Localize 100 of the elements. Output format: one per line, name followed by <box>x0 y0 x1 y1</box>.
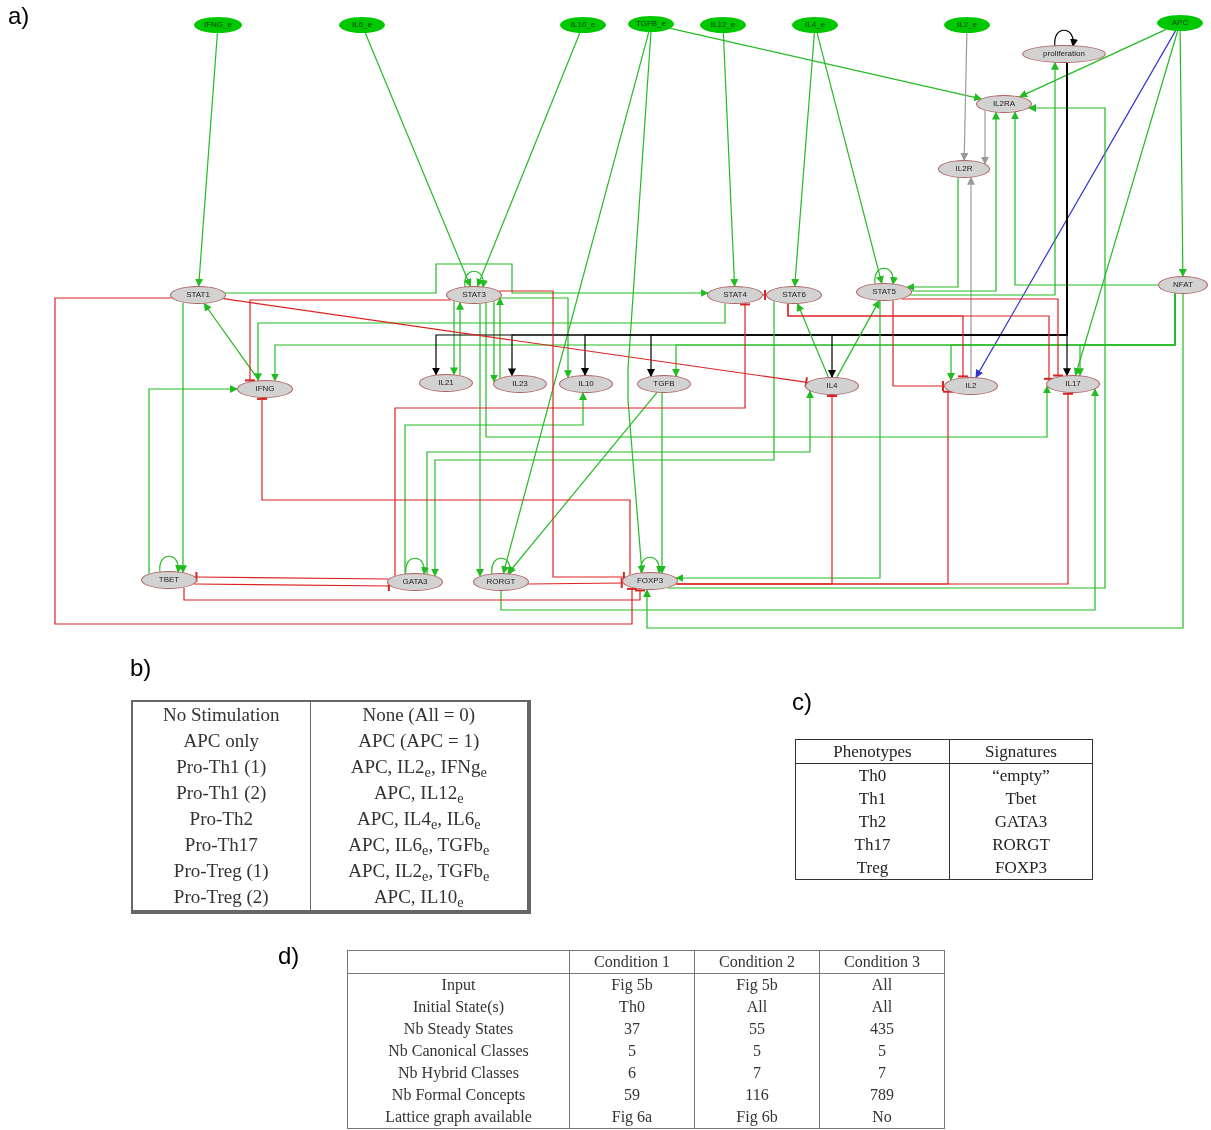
table-cell-text: “empty” <box>992 766 1050 785</box>
arrow <box>667 104 1106 589</box>
table-cell-text: 6 <box>628 1064 636 1081</box>
table-cell-text: 5 <box>628 1042 636 1059</box>
input-node: IFNG_e <box>194 17 242 33</box>
panel-label: a) <box>8 2 30 29</box>
table-cell-text: Initial State(s) <box>412 998 505 1015</box>
input-node: IL12_e <box>700 17 746 33</box>
arrow <box>364 32 472 287</box>
table-cell-text: Th0 <box>858 766 887 785</box>
table-cell-text: Pro-Th17 <box>184 834 258 855</box>
table-cell-text: Pro-Treg (2) <box>173 886 269 907</box>
panel-label: c) <box>792 688 812 715</box>
arrow <box>476 32 581 287</box>
inhibition-line <box>183 587 645 601</box>
table-cell-text: Nb Canonical Classes <box>388 1042 529 1059</box>
arrow <box>464 270 488 288</box>
inhibition-line <box>762 290 767 300</box>
table-cell-text: No Stimulation <box>162 704 280 725</box>
table-cell-text: Tbet <box>1005 789 1037 808</box>
table-cell-text: 59 <box>624 1086 640 1103</box>
table-cell-text: Pro-Treg (1) <box>173 860 269 881</box>
table-cell-text: Th1 <box>858 789 887 808</box>
arrow <box>1178 30 1187 277</box>
arrow <box>450 300 458 376</box>
gene-node: STAT5 <box>856 283 912 301</box>
table-cell-text: Th2 <box>858 812 887 831</box>
table-cell-text: Pro-Th1 (1) <box>176 756 267 777</box>
table-cell-text: None (All = 0) <box>362 704 476 725</box>
table-cell-text: 55 <box>749 1020 765 1037</box>
gene-node: TGFB <box>637 375 691 393</box>
table-cell-text: Th0 <box>619 998 645 1015</box>
input-node: TGFB_e <box>628 16 674 32</box>
table-cell-text: GATA3 <box>994 812 1048 831</box>
gene-node: RORGT <box>473 573 529 591</box>
table-cell-text: APC, IL6$_{e}$, TGFb$_{e}$ <box>348 834 490 855</box>
gene-node: FOXP3 <box>622 572 678 590</box>
arrow <box>1019 28 1167 98</box>
arrow <box>836 300 880 378</box>
table-cell-text: Nb Steady States <box>403 1020 514 1037</box>
arrow <box>485 302 1051 438</box>
table-cell-text: 7 <box>753 1064 761 1081</box>
gene-node: proliferation <box>1022 45 1106 63</box>
inhibition-line <box>527 578 624 588</box>
table-cell-text: FOXP3 <box>995 858 1047 877</box>
arrow <box>405 557 429 575</box>
table-cell-text: 5 <box>753 1042 761 1059</box>
table-cell-text: 116 <box>745 1086 769 1103</box>
table-cell-text: All <box>871 998 893 1015</box>
arrow <box>640 556 664 574</box>
arrow <box>490 300 498 383</box>
arrow <box>1063 62 1071 377</box>
arrow <box>796 303 829 378</box>
table-cell-text: APC, IL4$_{e}$, IL6$_{e}$ <box>357 808 481 829</box>
table-cell-text: Nb Formal Concepts <box>391 1086 526 1103</box>
table-cell-text: Signatures <box>985 742 1057 761</box>
table-cell-text: APC (APC = 1) <box>358 730 480 751</box>
arrow <box>1011 111 1159 286</box>
table-cell-text: 37 <box>624 1020 640 1037</box>
gene-node: STAT4 <box>707 286 763 304</box>
gene-node: IL10 <box>559 375 613 393</box>
gene-node: IL4 <box>805 377 859 395</box>
table-cell-text: Condition 3 <box>844 953 920 970</box>
gene-node: IL2RA <box>976 95 1032 113</box>
gene-node: IL23 <box>493 375 547 393</box>
arrow <box>960 32 969 161</box>
table-cell-text: APC, IL12$_{e}$ <box>373 782 464 803</box>
table-cell-text: Nb Hybrid Classes <box>398 1064 519 1081</box>
panel-label: b) <box>130 654 152 681</box>
table-cell-text: Condition 1 <box>594 953 670 970</box>
gene-node: STAT6 <box>766 286 822 304</box>
arrow <box>507 392 658 575</box>
arrow <box>500 388 1099 611</box>
arrow <box>627 31 652 574</box>
gene-node: IL17 <box>1046 375 1100 393</box>
table-cell-text: 5 <box>878 1042 886 1059</box>
table-cell-text: RORGT <box>992 835 1050 854</box>
table-cell-text: All <box>871 976 893 993</box>
input-node: IL2_e <box>944 17 990 33</box>
arrow <box>404 391 587 575</box>
inhibition-line <box>394 302 750 577</box>
panel-label: d) <box>278 942 300 969</box>
arrow <box>148 385 238 575</box>
table-cell-text: Fig 6a <box>611 1108 653 1125</box>
gene-node: STAT3 <box>446 286 502 304</box>
gene-node: NFAT <box>1158 276 1208 294</box>
arrow <box>975 30 1177 379</box>
table-cell-text: Fig 6b <box>736 1108 778 1125</box>
table-cell-text: Phenotypes <box>833 742 912 761</box>
gene-node: IL21 <box>419 374 473 392</box>
arrow <box>791 32 815 287</box>
arrow <box>501 31 650 574</box>
arrow <box>675 300 881 582</box>
table-cell-text: APC, IL2$_{e}$, IFNg$_{e}$ <box>350 756 487 777</box>
table-cell-text: Fig 5b <box>611 976 653 993</box>
arrow <box>491 557 515 575</box>
arrow <box>643 293 1184 629</box>
table-cell-text: 435 <box>870 1020 894 1037</box>
table-cell-text: All <box>746 998 768 1015</box>
arrow <box>254 302 726 382</box>
